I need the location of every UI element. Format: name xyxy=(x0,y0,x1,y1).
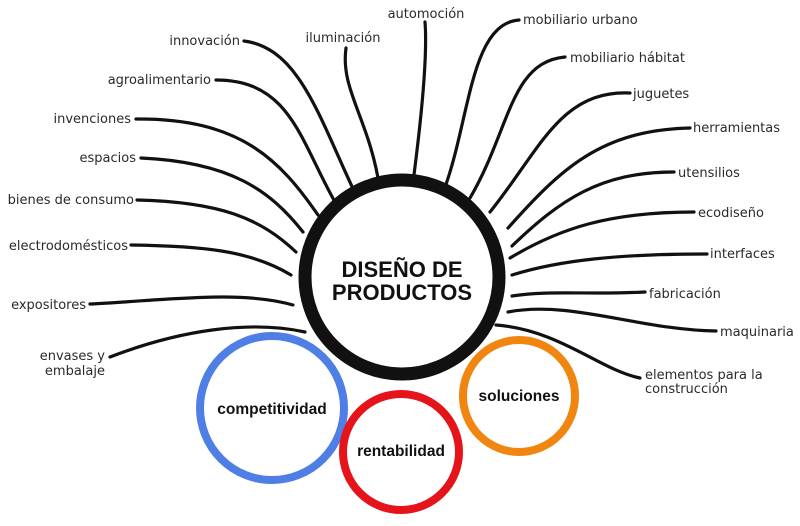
spoke-label-innovacion: innovación xyxy=(169,34,240,49)
spoke-label-espacios: espacios xyxy=(80,151,137,166)
spoke-label-envases-line2: embalaje xyxy=(45,364,105,379)
spoke-line-maquinaria xyxy=(506,307,718,333)
spoke-line-bienes-de-consumo xyxy=(135,198,298,254)
spoke-line-expositores xyxy=(88,295,295,307)
spoke-label-mobiliario-habitat: mobiliario hábitat xyxy=(570,51,685,66)
spoke-labels: automoción iluminación innovación agroal… xyxy=(8,7,794,397)
spoke-label-herramientas: herramientas xyxy=(693,121,780,136)
spoke-label-utensilios: utensilios xyxy=(678,166,740,181)
spoke-line-invenciones xyxy=(134,117,320,217)
satellite-ring-competitividad xyxy=(196,332,348,484)
center-ring xyxy=(298,173,506,381)
spoke-line-innovacion xyxy=(242,39,358,197)
spoke-line-mobiliario-urbano xyxy=(442,18,521,192)
spoke-label-elementos-line1: elementos para la xyxy=(645,368,763,383)
satellite-label-rentabilidad: rentabilidad xyxy=(357,443,445,460)
spoke-label-mobiliario-urbano: mobiliario urbano xyxy=(523,13,638,28)
satellite-label-soluciones: soluciones xyxy=(479,388,560,405)
spoke-label-agroalimentario: agroalimentario xyxy=(108,73,211,88)
spoke-line-agroalimentario xyxy=(214,78,337,204)
spoke-line-mobiliario-habitat xyxy=(468,55,567,200)
satellite-ring-rentabilidad xyxy=(339,390,463,514)
spoke-label-envases-line1: envases y xyxy=(40,349,106,364)
spoke-line-juguetes xyxy=(488,91,632,214)
spoke-line-fabricacion xyxy=(510,290,647,298)
satellite-ring-soluciones xyxy=(459,336,579,456)
spoke-line-utensilios xyxy=(510,170,676,248)
spoke-line-iluminacion xyxy=(343,46,382,192)
spoke-label-invenciones: invenciones xyxy=(53,112,131,127)
spoke-line-automocion xyxy=(410,20,428,192)
spoke-line-electrodomesticos xyxy=(129,243,293,277)
spoke-label-electrodomesticos: electrodomésticos xyxy=(9,239,128,254)
spoke-label-bienes-de-consumo: bienes de consumo xyxy=(8,193,134,208)
center-title-line1: DISEÑO DE xyxy=(341,257,462,282)
spoke-label-elementos-line2: construcción xyxy=(645,382,728,397)
spoke-label-expositores: expositores xyxy=(11,298,86,313)
spoke-line-ecodiseno xyxy=(508,210,696,260)
center-title-line2: PRODUCTOS xyxy=(332,280,472,305)
spoke-line-elementos xyxy=(494,323,642,380)
satellite-label-competitividad: competitividad xyxy=(217,401,326,418)
spoke-lines xyxy=(88,18,718,380)
spoke-line-herramientas xyxy=(506,126,692,230)
spoke-label-ecodiseno: ecodiseño xyxy=(698,206,764,221)
spoke-label-interfaces: interfaces xyxy=(710,247,775,262)
spoke-line-espacios xyxy=(139,156,305,234)
spoke-label-iluminacion: iluminación xyxy=(306,31,381,46)
spoke-label-juguetes: juguetes xyxy=(632,87,689,102)
spoke-line-interfaces xyxy=(510,252,709,277)
spoke-label-automocion: automoción xyxy=(388,7,465,22)
spoke-label-maquinaria: maquinaria xyxy=(720,325,794,340)
spoke-label-fabricacion: fabricación xyxy=(649,287,721,302)
spoke-line-envases xyxy=(108,325,307,359)
